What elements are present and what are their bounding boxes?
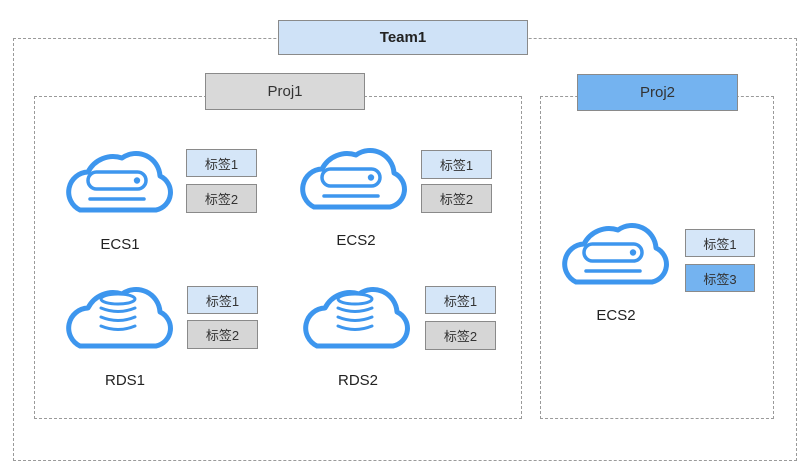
resource-label: RDS1: [104, 372, 145, 389]
ecs-icon: [562, 222, 669, 285]
proj1-header: Proj1: [205, 73, 365, 110]
resource-label: ECS2: [336, 232, 376, 249]
tag-badge: 标签2: [187, 320, 258, 349]
tag-badge: 标签3: [685, 264, 755, 292]
resource-label: ECS2: [596, 307, 636, 324]
ecs-icon: [300, 147, 407, 210]
resource-label: RDS2: [337, 372, 378, 389]
proj1-title: Proj1: [267, 83, 303, 100]
tag-badge: 标签2: [421, 184, 492, 213]
proj2-header: Proj2: [577, 74, 738, 111]
tag-badge: 标签2: [425, 321, 496, 350]
resource-label: ECS1: [100, 236, 140, 253]
tag-badge: 标签2: [186, 184, 257, 213]
team-header: Team1: [278, 20, 528, 55]
team-title: Team1: [379, 29, 427, 46]
tag-badge: 标签1: [421, 150, 492, 179]
proj2-title: Proj2: [639, 84, 676, 101]
tag-badge: 标签1: [186, 149, 257, 177]
tag-badge: 标签1: [425, 286, 496, 314]
tag-badge: 标签1: [685, 229, 755, 257]
rds-icon: [303, 286, 410, 349]
tag-badge: 标签1: [187, 286, 258, 314]
ecs-icon: [66, 150, 173, 213]
rds-icon: [66, 286, 173, 349]
